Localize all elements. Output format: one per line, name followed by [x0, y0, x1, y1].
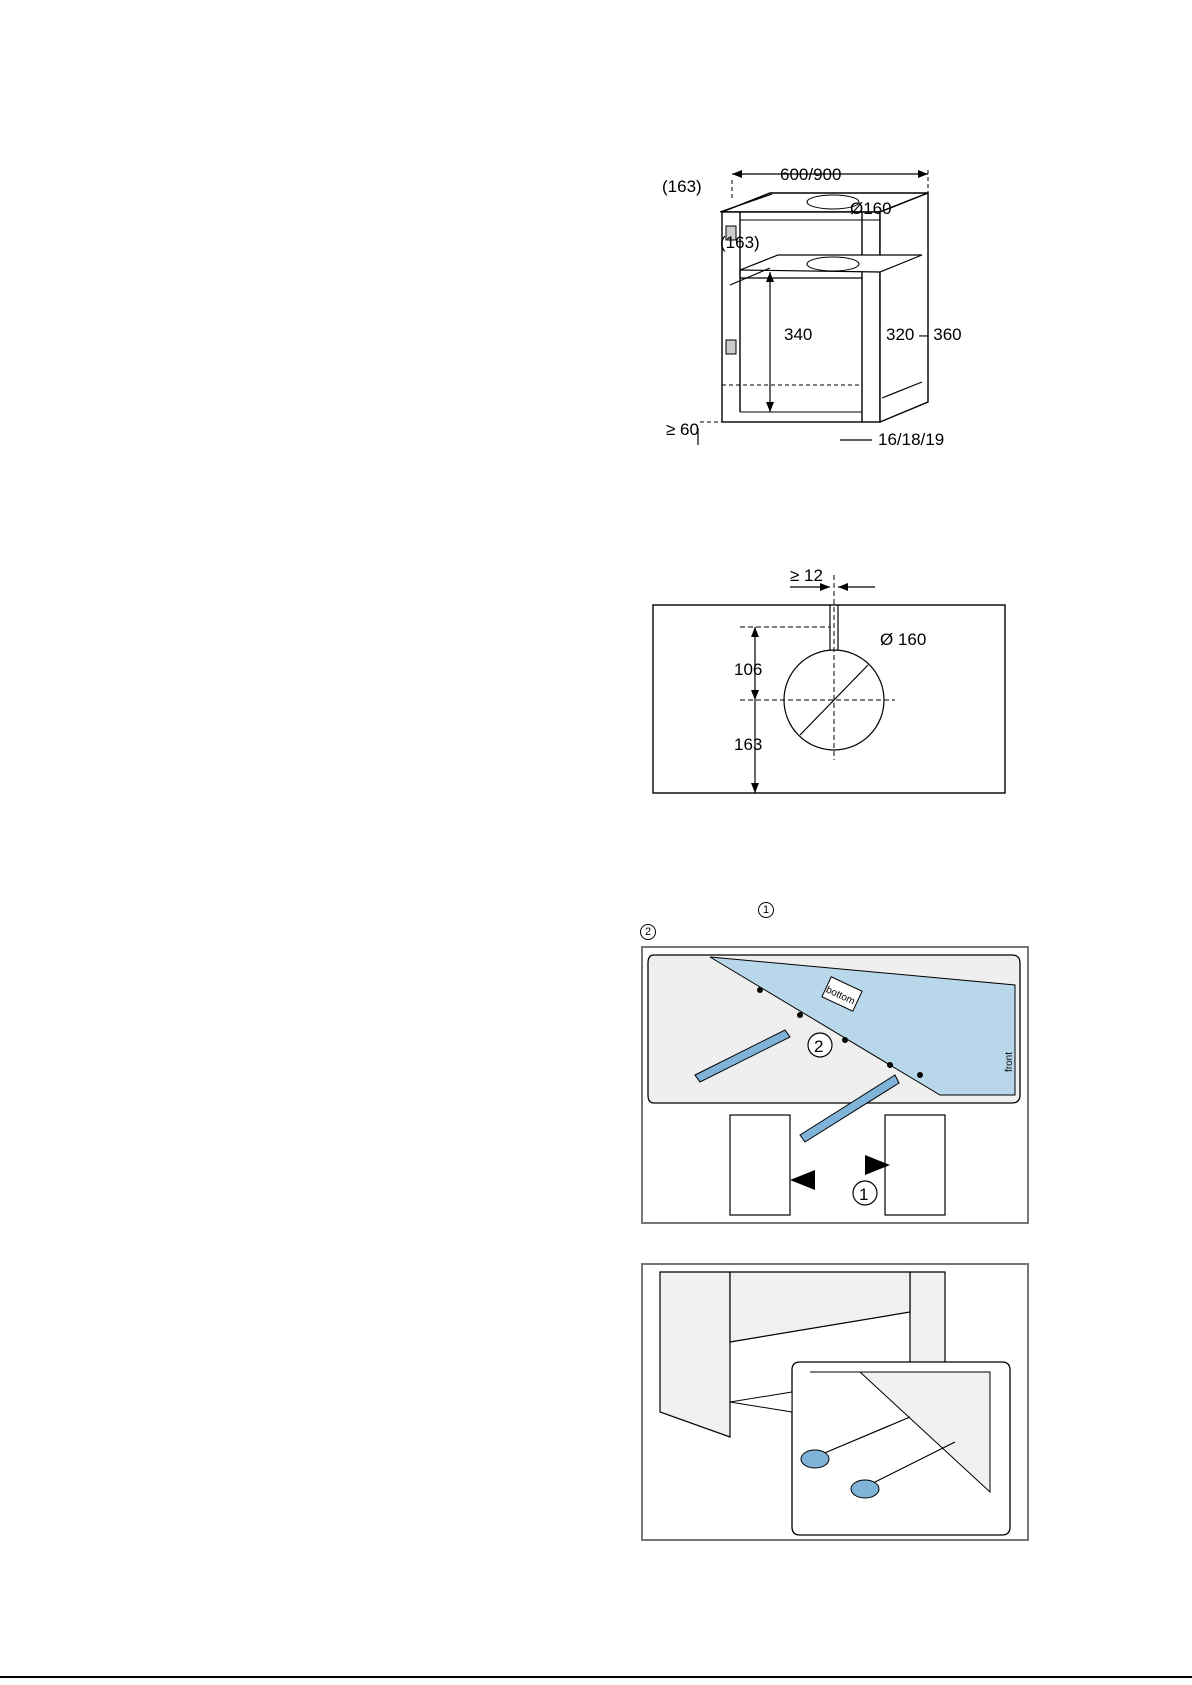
board-label: 16/18/19 — [878, 430, 944, 449]
footer-rule — [0, 1676, 1192, 1678]
hole-top-label: Ø160 — [850, 199, 892, 218]
width-label: 600/900 — [780, 165, 841, 184]
step-marker-1: 1 — [758, 900, 774, 918]
slot-label: ≥ 12 — [790, 566, 823, 585]
front-tag: front — [1004, 1052, 1015, 1072]
screw-mounting-figure — [640, 1262, 1030, 1542]
depth-label: 320 – 360 — [886, 325, 962, 344]
offset-shelf-label: (163) — [720, 233, 760, 252]
step1-circle-label: 1 — [859, 1185, 868, 1204]
height-label: 340 — [784, 325, 812, 344]
dia-label: Ø 160 — [880, 630, 926, 649]
step-marker-2: 2 — [640, 922, 656, 940]
step2-circle-label: 2 — [814, 1037, 823, 1056]
min-bottom-label: ≥ 60 — [666, 420, 699, 439]
template-marking-figure: bottom front 1 2 — [640, 945, 1030, 1225]
cabinet-dimension-figure: 600/900 (163) Ø160 (163) 340 320 – 360 ≥… — [660, 160, 1020, 460]
offset-top-label: (163) — [662, 177, 702, 196]
hole-template-figure: ≥ 12 Ø 160 106 163 — [640, 565, 1020, 805]
lower-label: 163 — [734, 735, 762, 754]
upper-label: 106 — [734, 660, 762, 679]
